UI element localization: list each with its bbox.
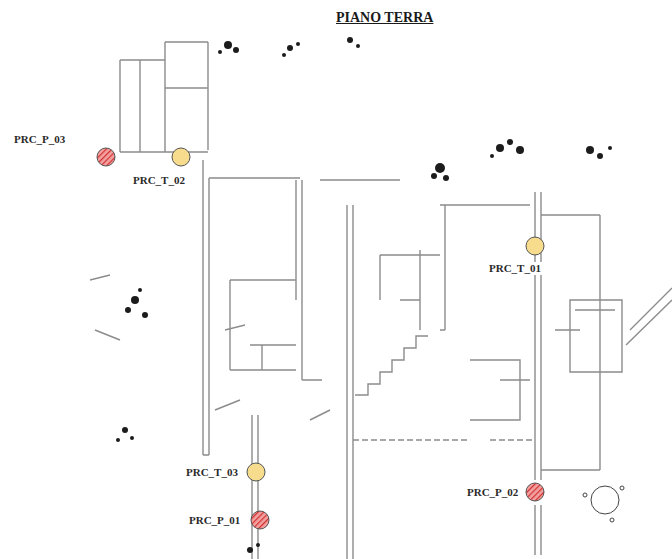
point-marker (97, 148, 115, 166)
point-label: PRC_P_01 (187, 514, 242, 527)
point-marker (247, 463, 265, 481)
point-marker (172, 148, 190, 166)
point-label: PRC_T_03 (184, 466, 240, 479)
point-label: PRC_P_03 (12, 133, 67, 146)
walls (90, 42, 672, 559)
point-label: PRC_P_02 (465, 486, 520, 499)
point-marker (251, 511, 269, 529)
point-marker (526, 483, 544, 501)
round-table (583, 486, 624, 522)
survey-markers (97, 148, 544, 529)
point-marker (526, 237, 544, 255)
trees (116, 37, 612, 553)
point-label: PRC_T_02 (131, 174, 187, 187)
point-label: PRC_T_01 (487, 262, 543, 275)
plan-title: PIANO TERRA (336, 10, 433, 26)
